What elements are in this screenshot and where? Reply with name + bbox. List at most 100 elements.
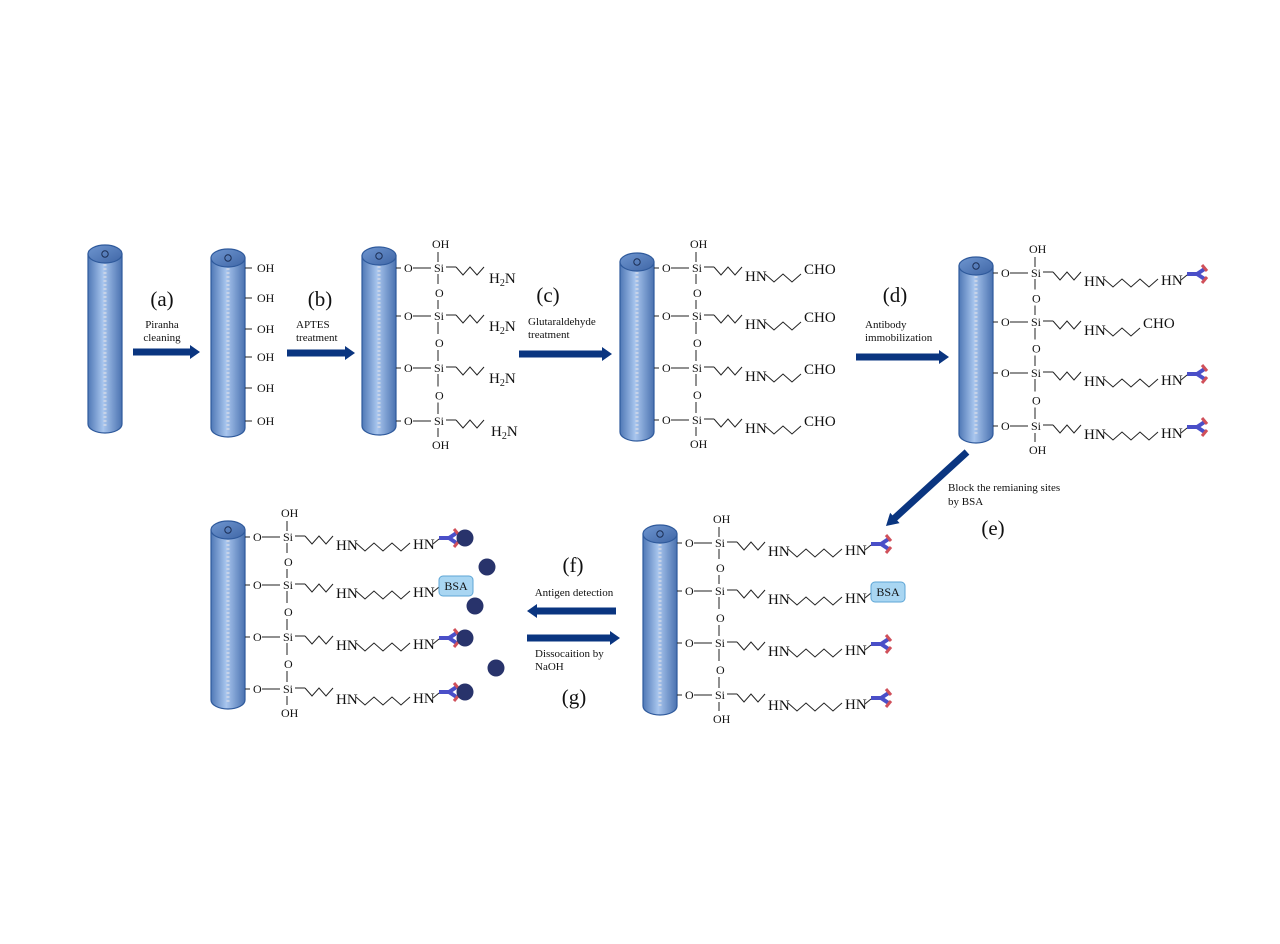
antibody-light-chain xyxy=(884,546,893,554)
arrow-c xyxy=(519,347,612,361)
fiber-cap xyxy=(361,246,397,266)
fiber-core-end xyxy=(375,252,383,260)
bsa-box xyxy=(870,581,906,603)
oxygen-label: O xyxy=(253,578,262,592)
alkyl-chain xyxy=(713,314,743,324)
hydroxyl-label: OH xyxy=(713,512,731,526)
silicon-label: Si xyxy=(434,261,445,275)
oxygen-label: O xyxy=(685,636,694,650)
antibody-light-chain xyxy=(884,646,893,654)
arrow-d xyxy=(856,350,949,364)
oxygen-label: O xyxy=(404,414,413,428)
bsa-block: BSA xyxy=(870,581,906,603)
silicon-label: Si xyxy=(692,413,703,427)
alkyl-chain xyxy=(787,648,843,658)
silicon-label: Si xyxy=(283,578,294,592)
oxygen-label: O xyxy=(404,261,413,275)
imine-label: HN xyxy=(745,269,767,285)
imine-label: HN xyxy=(845,543,867,559)
alkyl-chain xyxy=(787,596,843,606)
hydroxyl-label: OH xyxy=(257,291,275,305)
imine-label: HN xyxy=(1161,273,1183,289)
free-antigen-icon xyxy=(478,558,496,576)
imine-label: HN xyxy=(1161,373,1183,389)
bsa-label: BSA xyxy=(876,585,900,599)
hydroxyl-label: OH xyxy=(713,712,731,726)
alkyl-chain xyxy=(304,635,334,645)
bridging-oxygen-label: O xyxy=(1032,292,1041,306)
linker-bond xyxy=(864,544,872,551)
step-label: (g) xyxy=(562,685,587,709)
step-label: (c) xyxy=(536,283,559,307)
alkyl-chain xyxy=(713,266,743,276)
oxygen-label: O xyxy=(253,682,262,696)
antibody-light-chain xyxy=(1200,417,1209,425)
alkyl-chain xyxy=(1052,424,1082,434)
fiber-body xyxy=(361,255,397,436)
fiber-core-end xyxy=(972,262,980,270)
linker-bond xyxy=(1180,427,1188,434)
bridging-oxygen-label: O xyxy=(284,657,293,671)
hydroxyl-label: OH xyxy=(432,237,450,251)
silicon-label: Si xyxy=(434,361,445,375)
step-caption: immobilization xyxy=(865,332,933,344)
fiber-cap xyxy=(642,524,678,544)
fiber-core-end xyxy=(224,254,232,262)
bridging-oxygen-label: O xyxy=(435,336,444,350)
silicon-label: Si xyxy=(715,688,726,702)
oxygen-label: O xyxy=(1001,419,1010,433)
oxygen-label: O xyxy=(404,309,413,323)
step-label: (d) xyxy=(883,283,908,307)
bound-antigen-icon xyxy=(456,629,474,647)
arrow-a xyxy=(133,345,200,359)
oxygen-label: O xyxy=(1001,315,1010,329)
oxygen-label: O xyxy=(685,584,694,598)
alkyl-chain xyxy=(455,314,485,324)
alkyl-chain xyxy=(355,542,411,552)
silicon-label: Si xyxy=(1031,315,1042,329)
step-caption: Antibody xyxy=(865,319,907,331)
imine-label: HN xyxy=(336,638,358,654)
silicon-label: Si xyxy=(692,361,703,375)
optical-fiber xyxy=(958,256,994,444)
step-caption: treatment xyxy=(528,329,570,341)
antibody-icon xyxy=(439,682,461,702)
bound-antigen-icon xyxy=(456,529,474,547)
optical-fiber xyxy=(210,520,246,710)
arrow-f xyxy=(527,604,616,618)
imine-label: HN xyxy=(1084,274,1106,290)
alkyl-chain xyxy=(1103,431,1159,441)
fiber-core-end xyxy=(633,258,641,266)
step-label: (f) xyxy=(563,553,584,577)
linker-bond xyxy=(864,698,872,705)
alkyl-chain xyxy=(304,687,334,697)
imine-label: HN xyxy=(1084,323,1106,339)
bsa-block: BSA xyxy=(438,575,474,597)
aldehyde-label: CHO xyxy=(804,262,836,278)
step-caption: APTES xyxy=(296,319,330,331)
hydroxyl-label: OH xyxy=(281,706,299,720)
bsa-box xyxy=(438,575,474,597)
oxygen-label: O xyxy=(662,261,671,275)
fiber-core-end xyxy=(224,526,232,534)
imine-label: HN xyxy=(1084,427,1106,443)
alkyl-chain xyxy=(1052,371,1082,381)
imine-label: HN xyxy=(745,421,767,437)
alkyl-chain xyxy=(713,366,743,376)
arrow-e xyxy=(885,449,970,526)
silicon-label: Si xyxy=(692,261,703,275)
hydroxyl-label: OH xyxy=(690,437,708,451)
aldehyde-label: CHO xyxy=(804,362,836,378)
imine-label: HN xyxy=(745,317,767,333)
imine-label: HN xyxy=(336,538,358,554)
alkyl-chain xyxy=(736,541,766,551)
